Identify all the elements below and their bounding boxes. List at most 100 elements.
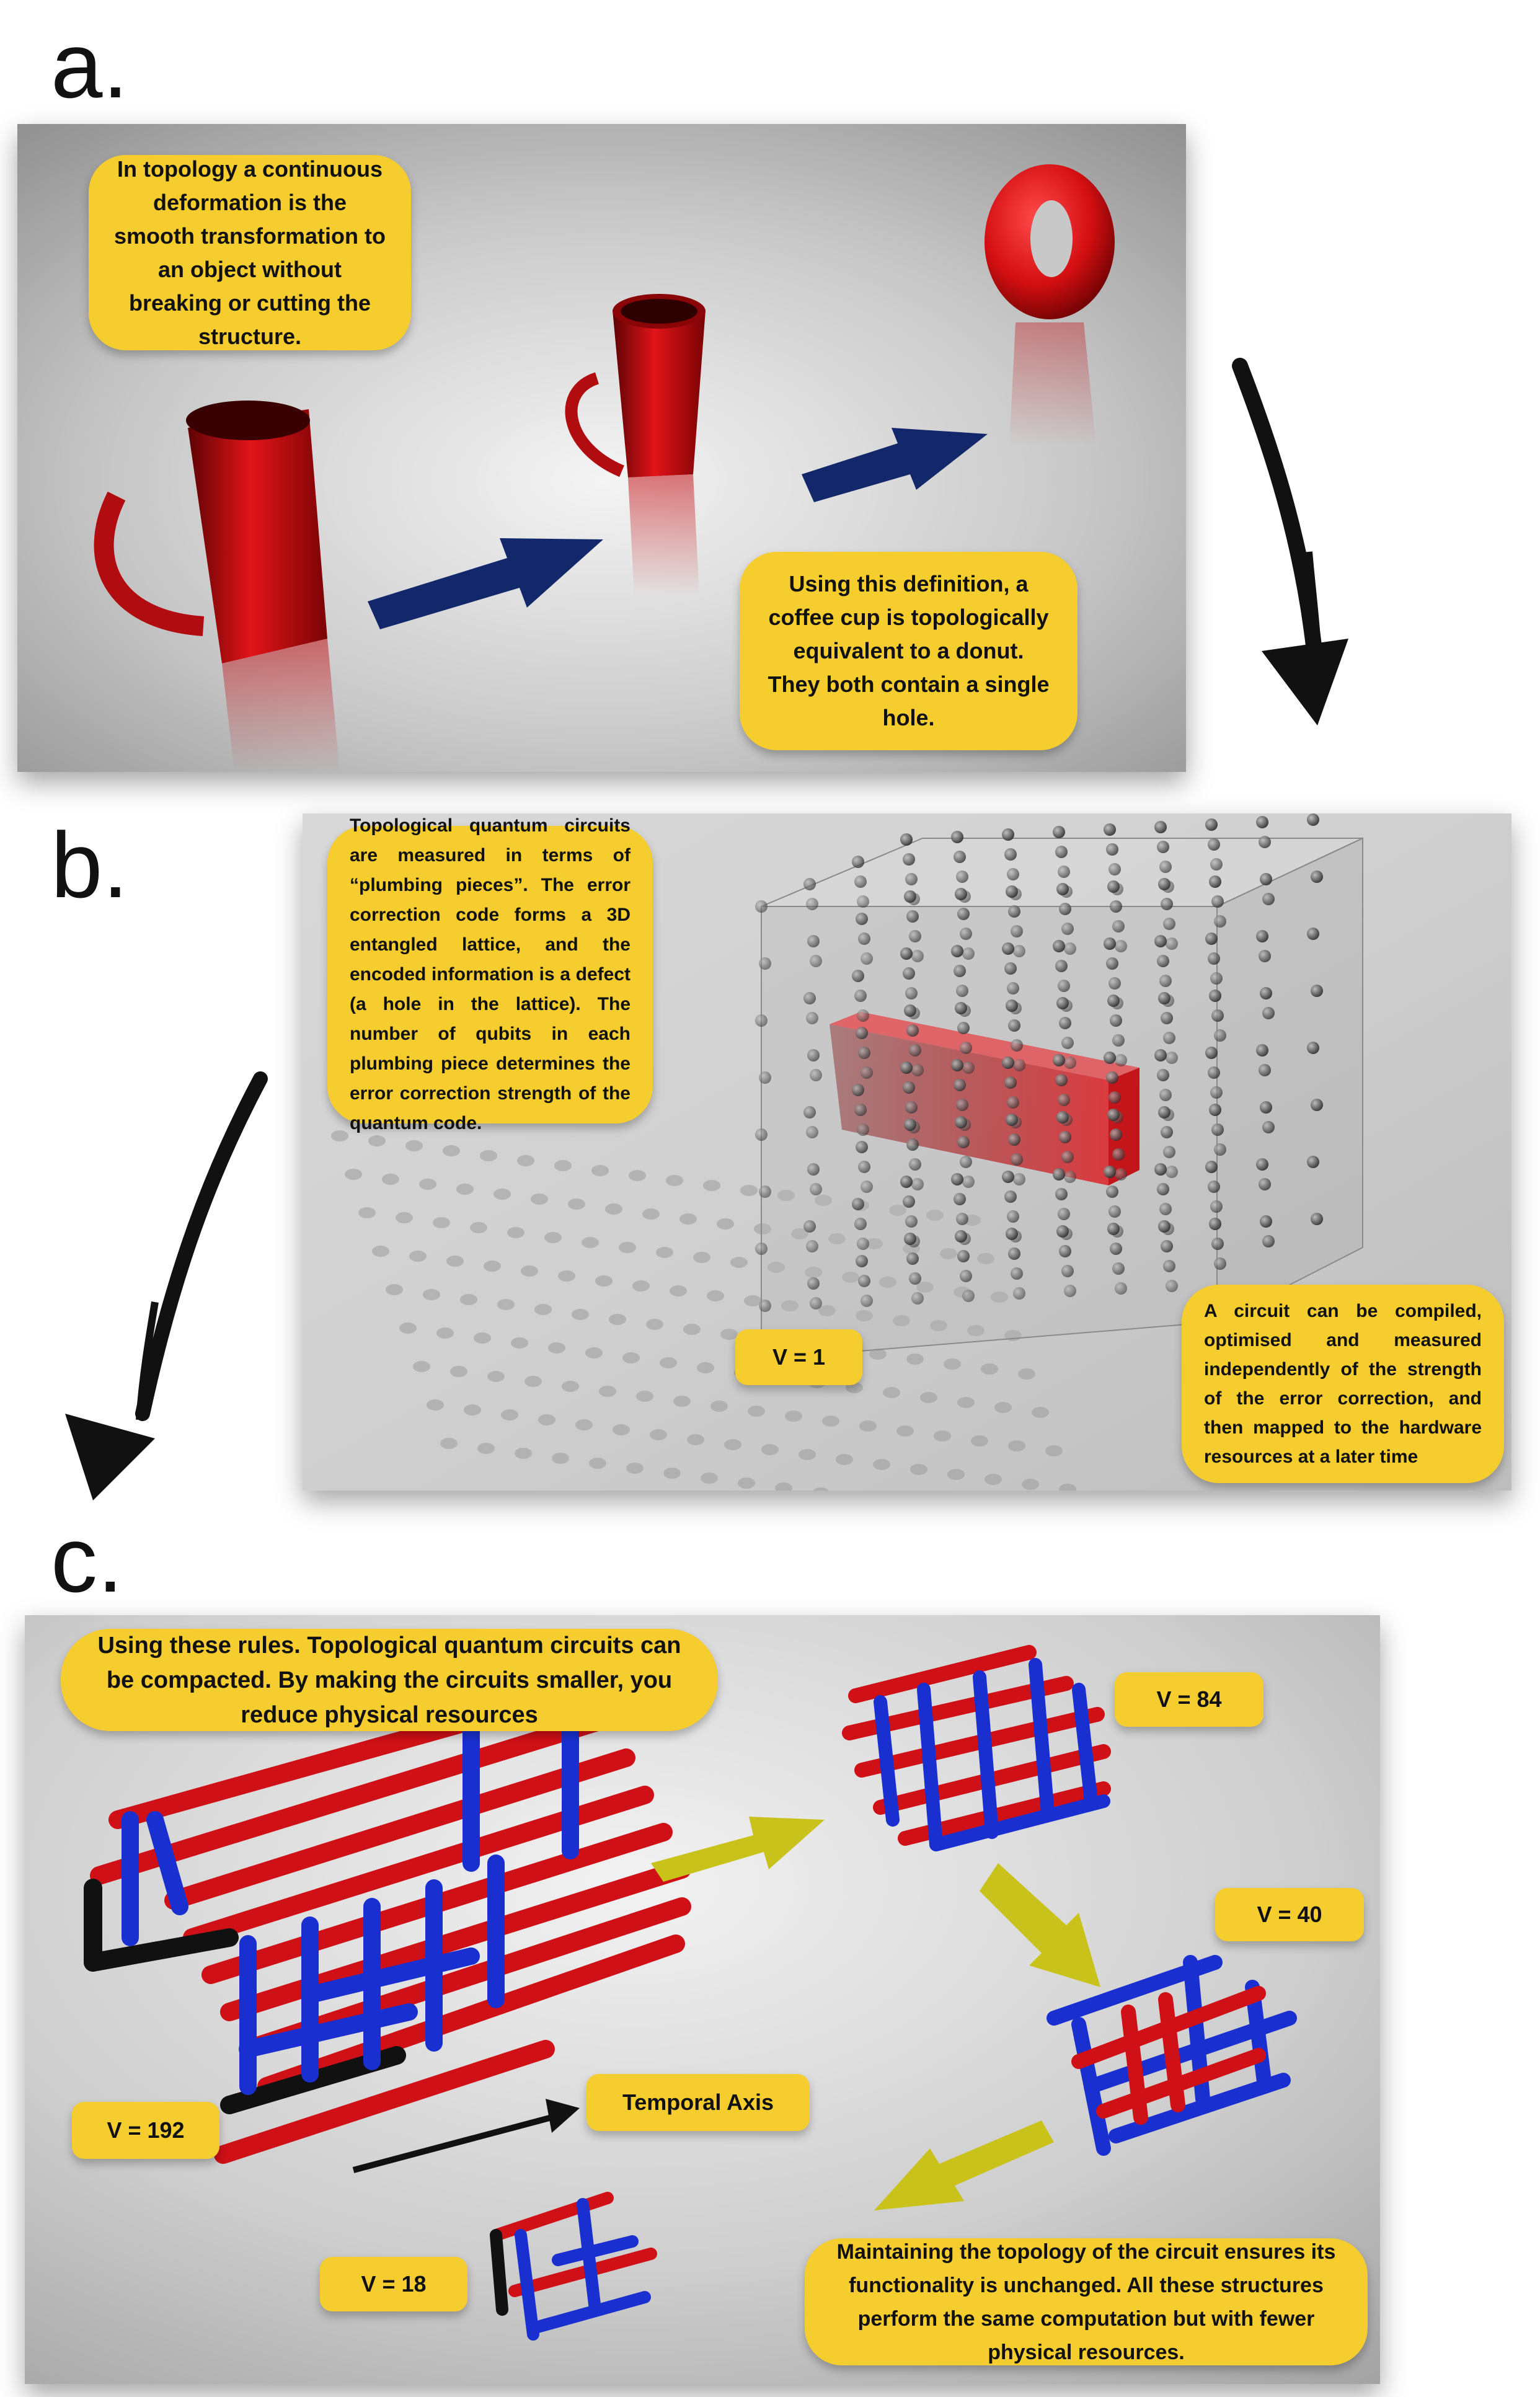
- qubit-sphere: [803, 878, 816, 890]
- lattice-shadow-dot: [474, 1332, 491, 1344]
- qubit-sphere: [956, 871, 968, 883]
- qubit-sphere: [1004, 1076, 1017, 1089]
- qubit-sphere: [1163, 918, 1175, 930]
- lattice-shadow-dot: [873, 1459, 890, 1470]
- qubit-sphere: [1256, 1158, 1268, 1171]
- label-volume-1: V = 1: [735, 1329, 862, 1385]
- qubit-sphere: [1061, 1037, 1074, 1049]
- lattice-shadow-dot: [660, 1357, 677, 1368]
- lattice-shadow-dot: [599, 1386, 616, 1397]
- qubit-sphere: [857, 1123, 869, 1136]
- qubit-sphere: [1104, 823, 1116, 836]
- qubit-sphere: [810, 1297, 822, 1309]
- qubit-sphere: [905, 873, 918, 885]
- qubit-sphere: [1161, 1012, 1173, 1024]
- qubit-sphere: [1002, 828, 1014, 841]
- qubit-sphere: [1104, 1166, 1116, 1178]
- qubit-sphere: [1109, 977, 1121, 990]
- qubit-sphere: [906, 1138, 919, 1151]
- qubit-sphere: [1013, 1287, 1025, 1300]
- qubit-sphere: [1106, 1185, 1118, 1198]
- qubit-sphere: [1011, 925, 1023, 937]
- qubit-sphere: [1059, 903, 1071, 915]
- lattice-shadow-dot: [554, 1160, 572, 1171]
- qubit-sphere: [1158, 1106, 1170, 1119]
- lattice-shadow-dot: [460, 1294, 477, 1305]
- qubit-sphere: [1064, 942, 1076, 955]
- lattice-shadow-dot: [836, 1454, 853, 1465]
- lattice-shadow-dot: [777, 1190, 795, 1201]
- lattice-shadow-dot: [957, 1397, 975, 1408]
- qubit-sphere: [954, 1079, 966, 1091]
- lattice-shadow-dot: [916, 1282, 934, 1293]
- qubit-sphere: [1055, 1074, 1068, 1086]
- qubit-sphere: [856, 1141, 868, 1153]
- qubit-sphere: [1210, 858, 1223, 871]
- lattice-shadow-dot: [856, 1310, 873, 1321]
- qubit-sphere: [955, 888, 967, 900]
- lattice-shadow-dot: [568, 1198, 585, 1210]
- lattice-shadow-dot: [534, 1304, 552, 1315]
- lattice-shadow-dot: [869, 1349, 887, 1360]
- qubit-sphere: [1260, 987, 1272, 999]
- qubit-sphere: [954, 851, 966, 863]
- qubit-sphere: [1115, 1282, 1127, 1295]
- qubit-sphere: [806, 898, 818, 910]
- qubit-sphere: [854, 1104, 867, 1116]
- lattice-shadow-dot: [358, 1207, 376, 1218]
- lattice-shadow-dot: [609, 1314, 626, 1325]
- qubit-sphere: [1158, 992, 1170, 1004]
- qubit-sphere: [900, 833, 913, 846]
- panel-a-scene: [17, 124, 1186, 772]
- qubit-sphere: [1209, 875, 1221, 888]
- qubit-sphere: [852, 970, 864, 982]
- qubit-sphere: [956, 1213, 968, 1225]
- lattice-shadow-dot: [666, 1175, 683, 1186]
- qubit-sphere: [911, 1064, 924, 1076]
- qubit-sphere: [1159, 1203, 1172, 1215]
- qubit-sphere: [1214, 1257, 1226, 1270]
- qubit-sphere: [1110, 1243, 1122, 1255]
- qubit-sphere: [1112, 1034, 1125, 1047]
- lattice-shadow-dot: [842, 1272, 859, 1283]
- lattice-shadow-dot: [991, 1292, 1008, 1303]
- qubit-sphere: [1002, 1057, 1014, 1069]
- qubit-sphere: [1311, 985, 1323, 997]
- qubit-sphere: [807, 1163, 820, 1176]
- lattice-shadow-dot: [738, 1478, 755, 1489]
- qubit-sphere: [1008, 905, 1020, 918]
- qubit-sphere: [755, 1014, 768, 1027]
- lattice-shadow-dot: [450, 1366, 467, 1377]
- lattice-shadow-dot: [865, 1238, 883, 1249]
- qubit-sphere: [951, 831, 963, 843]
- qubit-sphere: [1208, 952, 1220, 965]
- qubit-sphere: [1214, 1143, 1226, 1156]
- lattice-shadow-dot: [372, 1246, 389, 1257]
- qubit-sphere: [807, 1277, 820, 1290]
- qubit-sphere: [903, 1195, 915, 1208]
- qubit-sphere: [1163, 1032, 1175, 1044]
- lattice-shadow-dot: [701, 1473, 718, 1484]
- qubit-sphere: [1115, 940, 1127, 952]
- qubit-sphere: [1058, 1094, 1070, 1106]
- qubit-sphere: [1002, 1171, 1014, 1183]
- qubit-sphere: [1053, 1168, 1065, 1181]
- qubit-sphere: [1055, 960, 1068, 972]
- qubit-sphere: [1214, 1029, 1226, 1042]
- lattice-shadow-dot: [521, 1265, 538, 1277]
- lattice-shadow-dot: [642, 1208, 660, 1220]
- lattice-shadow-dot: [883, 1387, 900, 1398]
- note-topology: In topology a continuous deformation is …: [89, 155, 411, 350]
- lattice-shadow-dot: [926, 1210, 944, 1221]
- qubit-sphere: [1205, 1047, 1218, 1059]
- qubit-sphere: [1013, 945, 1025, 957]
- lattice-shadow-dot: [423, 1289, 440, 1300]
- lattice-shadow-dot: [413, 1361, 430, 1372]
- qubit-sphere: [1064, 1057, 1076, 1069]
- lattice-shadow-dot: [456, 1184, 474, 1195]
- lattice-shadow-dot: [781, 1300, 799, 1311]
- lattice-shadow-dot: [910, 1464, 927, 1475]
- lattice-shadow-dot: [1032, 1407, 1049, 1418]
- lattice-shadow-dot: [687, 1434, 704, 1445]
- qubit-sphere: [960, 1042, 972, 1054]
